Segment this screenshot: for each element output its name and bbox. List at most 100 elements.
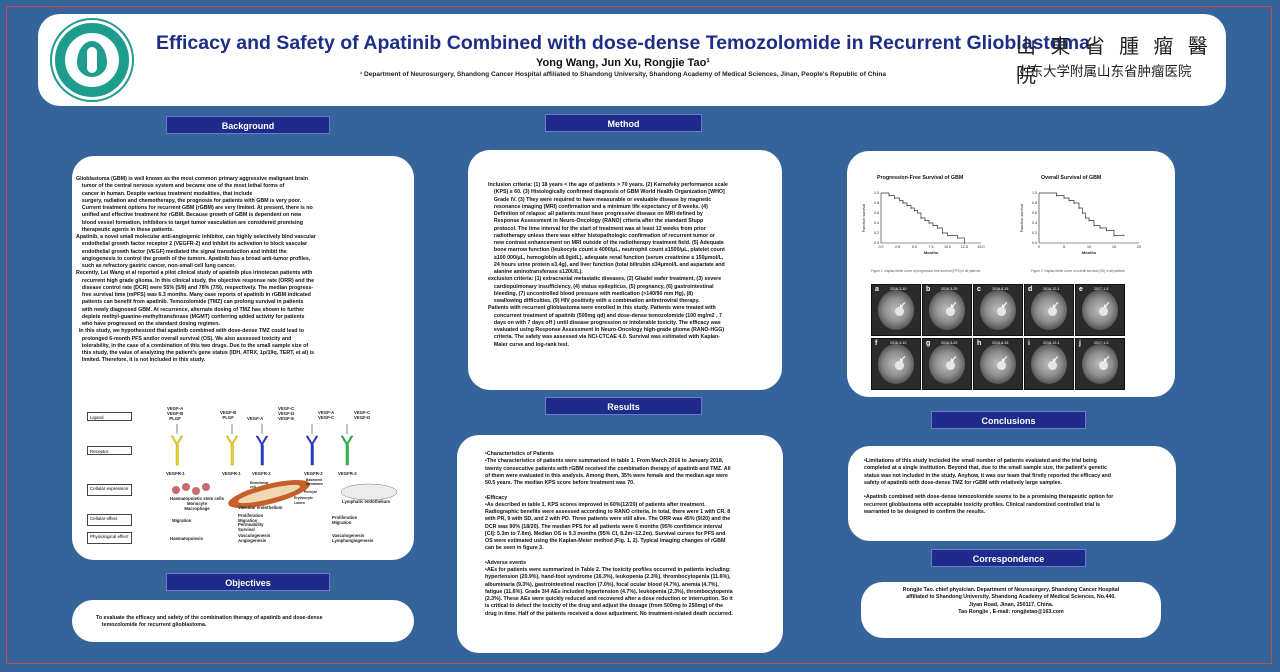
lesion-marker bbox=[895, 361, 904, 370]
conclusions-text: •Limitations of this study included the … bbox=[864, 458, 1114, 515]
lesion-marker bbox=[1099, 307, 1108, 316]
arrow-icon: ↙ bbox=[949, 300, 958, 310]
lesion-marker bbox=[997, 361, 1006, 370]
ligand-label: VEGF-C VEGF-D VEGF-E bbox=[278, 406, 295, 421]
receptor-label: VEGFR-1 bbox=[222, 471, 241, 476]
method-heading: Method bbox=[545, 114, 702, 132]
mri-date-label: 2016-8-15 bbox=[992, 287, 1009, 291]
objectives-panel: To evaluate the efficacy and safety of t… bbox=[72, 600, 414, 642]
mri-panel-label: f bbox=[875, 340, 878, 347]
lesion-marker bbox=[946, 307, 955, 316]
poster-affiliation: ¹ Department of Neurosurgery, Shandong C… bbox=[359, 71, 887, 78]
arrow-icon: ↙ bbox=[1102, 354, 1111, 364]
physio-label: Vasculogenesis Lymphangiogenesis bbox=[332, 533, 374, 543]
method-text: Inclusion criteria: (1) 18 years < the a… bbox=[488, 182, 728, 348]
diagram-row-label: Physiological effect bbox=[87, 532, 132, 544]
arrow-icon: ↙ bbox=[1051, 300, 1060, 310]
mri-image: c 2016-8-15 ↙ bbox=[973, 284, 1023, 336]
x-axis-label: Months bbox=[1082, 250, 1097, 255]
mri-panel-label: h bbox=[977, 340, 982, 347]
hospital-name-cn-line1: 山 東 省 腫 瘤 醫 院 bbox=[1016, 34, 1212, 87]
lesion-marker bbox=[1099, 361, 1108, 370]
mri-date-label: 2016-5-29 bbox=[941, 287, 958, 291]
lesion-marker bbox=[895, 307, 904, 316]
mri-panel-label: e bbox=[1079, 286, 1083, 293]
receptor-graphics bbox=[170, 424, 354, 466]
survival-curve bbox=[1039, 192, 1124, 236]
physio-label: Vasculogenesis Angiogenesis bbox=[238, 533, 271, 543]
ligand-label: VEGF-A VEGF-B PLGF bbox=[167, 406, 184, 421]
poster-border bbox=[6, 6, 1272, 664]
physio-label: Haematopoiesis bbox=[170, 536, 203, 541]
background-panel: Glioblastoma (GBM) is well known as the … bbox=[72, 156, 414, 560]
effect-label: Migration bbox=[172, 518, 192, 523]
os-chart-caption: Figure 2. Kaplan-Meier curve of overall … bbox=[1031, 269, 1125, 273]
pfs-chart-title: Progression-Free Survival of GBM bbox=[877, 175, 964, 181]
hospital-logo-icon bbox=[52, 20, 132, 100]
correspondence-panel: Rongjie Tao. chief physician. Department… bbox=[861, 582, 1161, 638]
arrow-icon: ↙ bbox=[1000, 300, 1009, 310]
y-axis-label: Function survival bbox=[862, 204, 866, 233]
conclusions-panel: •Limitations of this study included the … bbox=[848, 446, 1176, 541]
y-tick-label: 1.0 bbox=[1032, 191, 1037, 195]
x-tick-label: 10.0 bbox=[944, 245, 951, 249]
x-axis-label: Months bbox=[924, 250, 939, 255]
x-tick-label: 0 bbox=[1038, 245, 1040, 249]
mri-date-label: 2016-12-1 bbox=[1043, 287, 1060, 291]
lesion-marker bbox=[997, 307, 1006, 316]
ligand-label: VEGF-A bbox=[247, 416, 264, 421]
mri-date-label: 2016-3-10 bbox=[890, 341, 907, 345]
lesion-marker bbox=[1048, 307, 1057, 316]
diagram-small-label: Basement membrane bbox=[306, 478, 324, 486]
x-tick-label: 2.5 bbox=[895, 245, 900, 249]
mri-image: j 2017-1-3 ↙ bbox=[1075, 338, 1125, 390]
figures-panel: Progression-Free Survival of GBM Overall… bbox=[847, 151, 1175, 397]
x-tick-label: 0.0 bbox=[879, 245, 884, 249]
mri-date-label: 2017-1-3 bbox=[1094, 287, 1109, 291]
correspondence-text: Rongjie Tao. chief physician. Department… bbox=[902, 587, 1120, 615]
mri-date-label: 2016-3-10 bbox=[890, 287, 907, 291]
x-tick-label: 20 bbox=[1137, 245, 1141, 249]
mri-panel-label: a bbox=[875, 286, 879, 293]
x-tick-label: 5.0 bbox=[912, 245, 917, 249]
ligand-label: VEGF-C VEGF-D bbox=[354, 410, 371, 420]
ligand-label: VEGF-B PLGF bbox=[220, 410, 237, 420]
diagram-small-label: Erythrocyte bbox=[294, 496, 313, 500]
poster-header: Efficacy and Safety of Apatinib Combined… bbox=[38, 14, 1226, 106]
mri-panel-label: g bbox=[926, 340, 931, 347]
conclusions-heading: Conclusions bbox=[931, 411, 1086, 429]
lesion-marker bbox=[946, 361, 955, 370]
mri-panel-label: j bbox=[1079, 340, 1081, 347]
diagram-row-label: Ligand bbox=[87, 412, 132, 421]
x-tick-label: 15.0 bbox=[978, 245, 985, 249]
arrow-icon: ↙ bbox=[949, 354, 958, 364]
poster-title: Efficacy and Safety of Apatinib Combined… bbox=[156, 32, 1090, 54]
background-text: Glioblastoma (GBM) is well known as the … bbox=[76, 176, 316, 364]
mri-panel-label: c bbox=[977, 286, 981, 293]
arrow-icon: ↙ bbox=[1051, 354, 1060, 364]
survival-curve bbox=[881, 192, 965, 243]
receptor-label: VEGFR-1 bbox=[166, 471, 185, 476]
x-tick-label: 10 bbox=[1087, 245, 1091, 249]
x-tick-label: 5 bbox=[1063, 245, 1065, 249]
y-tick-label: 0.0 bbox=[1032, 241, 1037, 245]
y-tick-label: 0.8 bbox=[874, 201, 879, 205]
y-tick-label: 0.2 bbox=[874, 231, 879, 235]
y-tick-label: 0.8 bbox=[1032, 201, 1037, 205]
y-tick-label: 0.0 bbox=[874, 241, 879, 245]
objectives-heading: Objectives bbox=[166, 573, 330, 591]
cell-graphics bbox=[172, 479, 398, 509]
y-tick-label: 0.4 bbox=[874, 221, 879, 225]
lesion-marker bbox=[1048, 361, 1057, 370]
expression-label: Vascular endothelium bbox=[238, 505, 283, 510]
correspondence-heading: Correspondence bbox=[931, 549, 1086, 567]
mri-date-label: 2017-1-3 bbox=[1094, 341, 1109, 345]
ligand-label: VEGF-A VEGF-C bbox=[318, 410, 335, 420]
